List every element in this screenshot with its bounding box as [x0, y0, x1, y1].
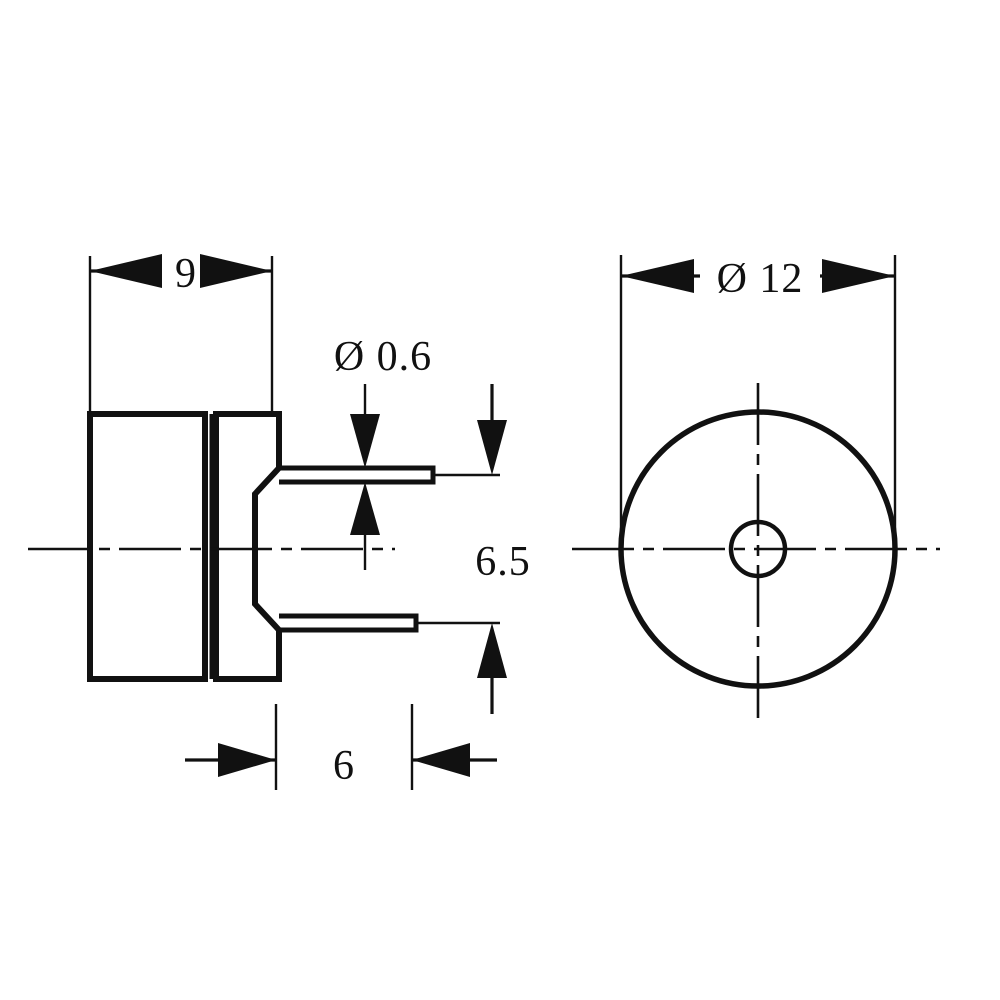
arrow-dia12-right: [822, 259, 895, 293]
arrow-pin-dia-top: [350, 414, 380, 468]
arrow-9-right: [200, 254, 272, 288]
arrow-6-5-top: [477, 420, 507, 475]
body-main-rectangle: [87, 411, 208, 682]
dim-label-pin-diameter: Ø 0.6: [334, 334, 432, 380]
side-view: 9 Ø 0.6 6.5 6: [28, 251, 531, 790]
arrow-6-5-bottom: [477, 623, 507, 678]
dim-label-body-length: 9: [175, 251, 197, 297]
arrow-6-right: [412, 743, 470, 777]
arrow-dia12-left: [621, 259, 694, 293]
dim-label-pin-spacing: 6.5: [475, 539, 531, 585]
front-view: Ø 12: [572, 255, 940, 727]
dim-label-body-diameter: Ø 12: [717, 256, 804, 302]
body-flange-section: [213, 411, 282, 682]
arrow-9-left: [90, 254, 162, 288]
arrow-pin-dia-bottom: [350, 482, 380, 535]
arrow-6-left: [218, 743, 276, 777]
dim-label-pin-length: 6: [333, 743, 355, 789]
